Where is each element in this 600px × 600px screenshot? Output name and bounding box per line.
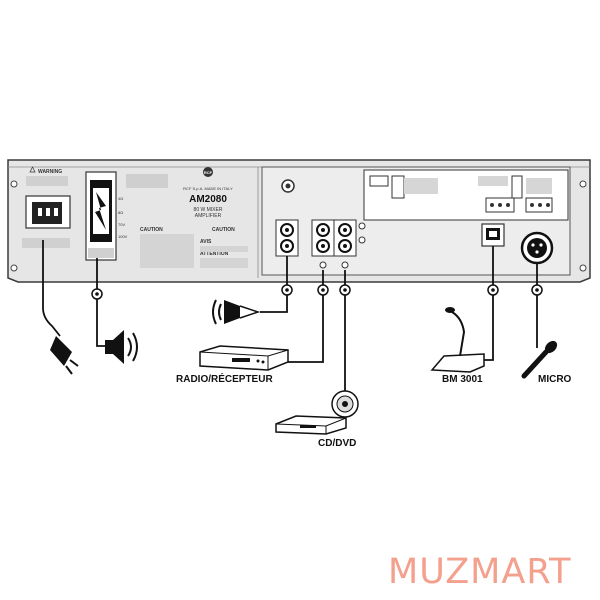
cd-label: CD/DVD xyxy=(318,438,356,449)
caution-text: CAUTION xyxy=(140,227,163,233)
svg-text:8Ω: 8Ω xyxy=(118,210,123,215)
input-module xyxy=(261,166,571,276)
bm-socket xyxy=(481,223,505,247)
warning-text: WARNING xyxy=(38,169,62,175)
marker-aux-out xyxy=(281,284,293,296)
marker-speaker xyxy=(91,288,103,300)
info-text-area: RCF RCF S.p.A. MADE IN ITALY AM2080 80 W… xyxy=(126,167,248,268)
caution-text-2: CAUTION xyxy=(212,227,235,233)
model-subtitle-2: AMPLIFIER xyxy=(195,213,222,219)
marker-micro xyxy=(531,284,543,296)
marker-radio xyxy=(317,284,329,296)
radio-receiver-icon xyxy=(199,345,289,371)
rca-inputs xyxy=(275,219,366,269)
attention-text: ATTENTION xyxy=(200,251,229,257)
model-subtitle-1: 80 W MIXER xyxy=(194,207,223,213)
paging-microphone-icon xyxy=(430,307,485,373)
brand-logo: RCF xyxy=(204,170,213,175)
svg-text:70V: 70V xyxy=(118,222,125,227)
svg-text:100V: 100V xyxy=(118,234,128,239)
power-plug-icon xyxy=(50,336,79,375)
warning-label: WARNING xyxy=(26,166,68,186)
marker-cd xyxy=(339,284,351,296)
micro-label: MICRO xyxy=(538,374,572,385)
speaker-terminals: 4Ω 8Ω 70V 100V xyxy=(85,171,128,261)
radio-label: RADIO/RÉCEPTEUR xyxy=(176,372,273,385)
marker-bm xyxy=(487,284,499,296)
cd-disc-icon xyxy=(331,390,359,418)
svg-text:4Ω: 4Ω xyxy=(118,196,123,201)
cd-player-icon xyxy=(275,415,347,435)
loudspeaker-icon xyxy=(105,330,138,364)
avis-text: AVIS xyxy=(200,239,212,245)
model-name: AM2080 xyxy=(189,194,227,205)
microphone-icon xyxy=(521,340,558,379)
watermark-logo: MUZMART xyxy=(388,552,572,592)
power-inlet xyxy=(22,195,71,248)
horn-speaker-icon xyxy=(212,299,261,325)
xlr-socket xyxy=(520,231,554,265)
made-in-text: RCF S.p.A. MADE IN ITALY xyxy=(183,186,233,191)
bm-label: BM 3001 xyxy=(442,374,483,385)
connection-markers xyxy=(91,284,543,300)
